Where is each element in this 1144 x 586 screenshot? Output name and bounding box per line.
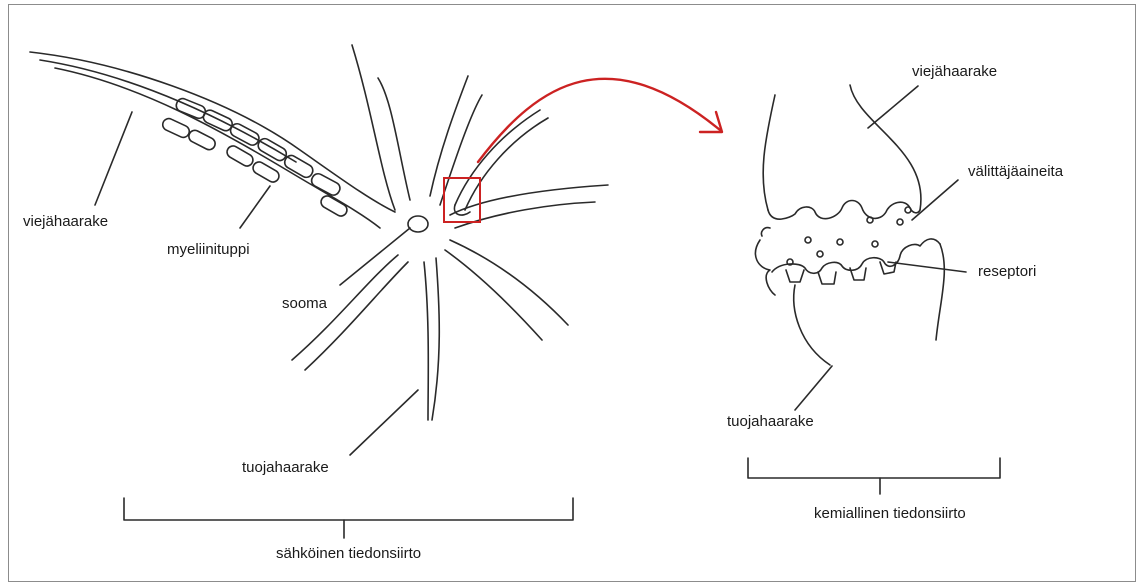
label-myelin: myeliinituppi [167, 242, 250, 257]
dendrite-right-b [455, 202, 595, 228]
leader-right-dendrite [795, 366, 832, 410]
leader-myelin [240, 186, 270, 228]
cleft-outer-top [761, 228, 770, 236]
postsynaptic-right-edge [936, 244, 944, 340]
postsynaptic-membrane [772, 239, 940, 273]
label-electrical: sähköinen tiedonsiirto [276, 546, 421, 561]
leader-receptor [888, 262, 966, 272]
label-receptor: reseptori [978, 264, 1036, 279]
cleft-outer-left [755, 240, 775, 295]
label-left-dendrite: tuojahaarake [242, 460, 329, 475]
dendrite-bottom-a [432, 258, 439, 420]
dendrite-top-left-a [352, 45, 395, 210]
dendrite-bottom-b [424, 262, 428, 420]
terminal-process-b [465, 118, 548, 210]
postsynaptic-left-edge [794, 285, 830, 365]
label-right-dendrite: tuojahaarake [727, 414, 814, 429]
label-right-axon: viejähaarake [912, 64, 997, 79]
label-soma: sooma [282, 296, 327, 311]
dendrite-right-low-a [450, 240, 568, 325]
label-neurotransmitters: välittäjäaineita [968, 164, 1063, 179]
presynaptic-membrane [768, 201, 920, 220]
leader-right-axon [868, 86, 918, 128]
bracket-electrical [124, 498, 573, 520]
axon-lower-edge [55, 68, 380, 228]
bracket-chemical [748, 458, 1000, 478]
neurotransmitter-vesicles [787, 207, 911, 265]
soma-nucleus [408, 216, 428, 232]
myelin-sheath [161, 97, 349, 218]
dendrite-bottom-left-a [305, 262, 408, 370]
presynaptic-left-edge [763, 95, 775, 210]
dendrite-right-a [450, 185, 608, 215]
leader-left-dendrite [350, 390, 418, 455]
label-left-axon: viejähaarake [23, 214, 108, 229]
dendrite-top-left-b [378, 78, 410, 200]
leader-left-axon [95, 112, 132, 205]
zoom-arrow [478, 79, 720, 162]
presynaptic-right-edge [850, 85, 921, 210]
label-chemical: kemiallinen tiedonsiirto [814, 506, 966, 521]
